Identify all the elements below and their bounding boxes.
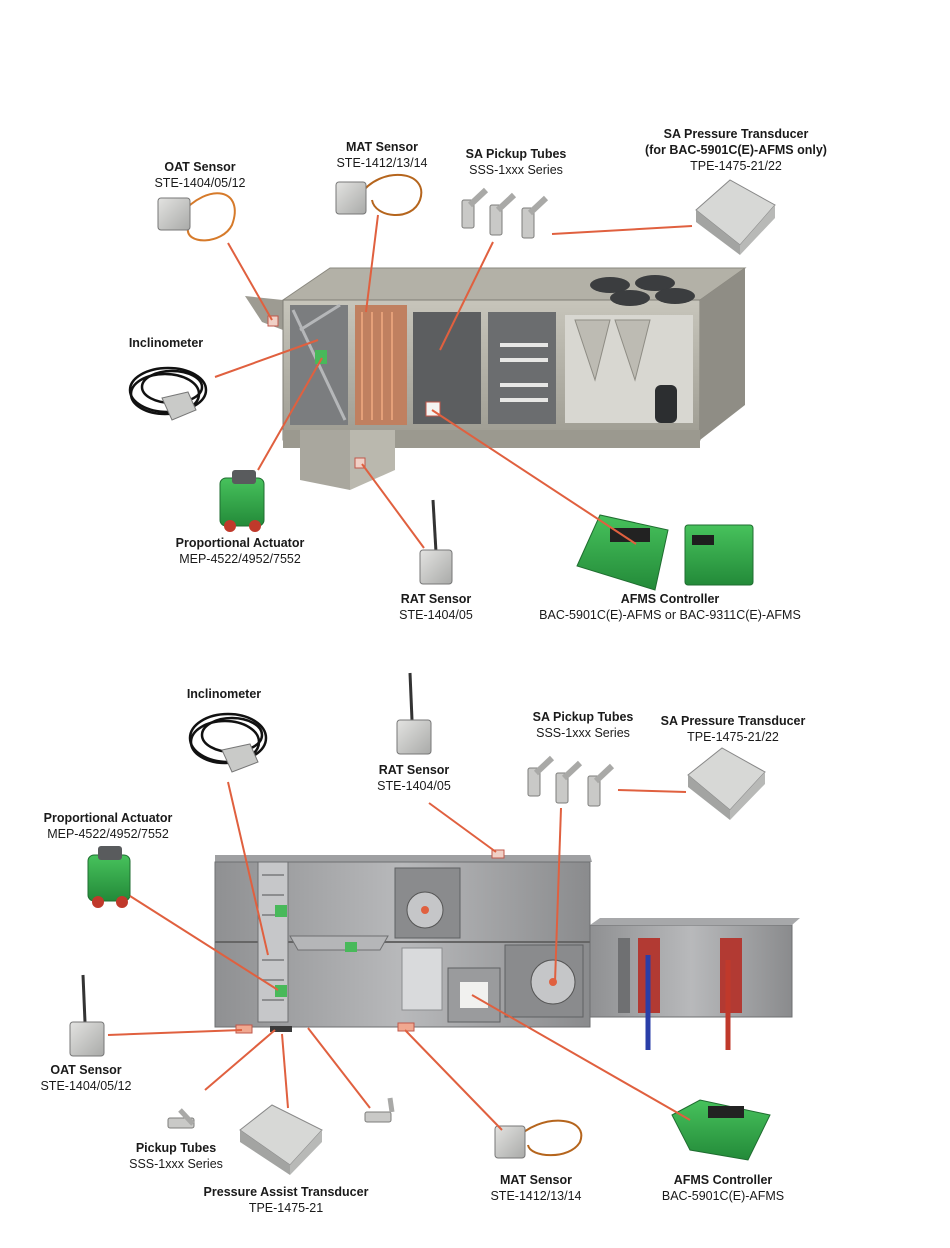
bottom-pressure-assist-transducer-label: Pressure Assist Transducer TPE-1475-21 — [186, 1184, 386, 1216]
bottom-mat-sensor-model: STE-1412/13/14 — [490, 1189, 582, 1203]
top-sa-pressure-transducer-label: SA Pressure Transducer (for BAC-5901C(E)… — [626, 126, 846, 174]
top-inclinometer-title: Inclinometer — [128, 336, 204, 350]
bottom-pickup-tubes-label: Pickup Tubes SSS-1xxx Series — [106, 1140, 246, 1172]
inclinometer-device-2 — [188, 712, 268, 773]
bottom-inclinometer-label: Inclinometer — [164, 686, 284, 702]
rat-sensor-device-2 — [396, 672, 432, 755]
bottom-sa-pickup-tubes-label: SA Pickup Tubes SSS-1xxx Series — [513, 709, 653, 741]
ahu-fan-lower — [504, 944, 584, 1018]
bottom-pickup-tubes-model: SSS-1xxx Series — [129, 1157, 223, 1171]
top-afms-controller-label: AFMS Controller BAC-5901C(E)-AFMS or BAC… — [520, 591, 820, 623]
ahu-coils — [618, 938, 742, 1050]
bottom-sa-pressure-transducer-title: SA Pressure Transducer — [660, 714, 806, 728]
mat-sensor-device — [335, 173, 423, 216]
pressure-assist-transducer-device — [239, 1104, 323, 1175]
bottom-afms-controller-model: BAC-5901C(E)-AFMS — [661, 1189, 785, 1203]
bottom-proportional-actuator-label: Proportional Actuator MEP-4522/4952/7552 — [28, 810, 188, 842]
inclinometer-device — [128, 366, 208, 421]
top-proportional-actuator-model: MEP-4522/4952/7552 — [179, 552, 301, 566]
rooftop-unit — [245, 267, 747, 490]
top-rat-sensor-model: STE-1404/05 — [399, 608, 473, 622]
leader-lines — [107, 214, 693, 1131]
afms-controller-device — [576, 514, 754, 591]
bottom-pressure-assist-transducer-title: Pressure Assist Transducer — [203, 1185, 369, 1199]
bottom-sa-pressure-transducer-label: SA Pressure Transducer TPE-1475-21/22 — [643, 713, 823, 745]
top-afms-controller-model: BAC-5901C(E)-AFMS or BAC-9311C(E)-AFMS — [539, 608, 801, 622]
bottom-proportional-actuator-title: Proportional Actuator — [43, 811, 173, 825]
ahu-fan-upper — [394, 867, 461, 939]
top-oat-sensor-label: OAT Sensor STE-1404/05/12 — [130, 159, 270, 191]
top-mat-sensor-title: MAT Sensor — [346, 140, 418, 154]
top-sa-pickup-tubes-label: SA Pickup Tubes SSS-1xxx Series — [446, 146, 586, 178]
top-sa-pickup-tubes-title: SA Pickup Tubes — [465, 147, 567, 161]
bottom-rat-sensor-label: RAT Sensor STE-1404/05 — [344, 762, 484, 794]
air-handling-unit — [214, 849, 800, 1050]
bottom-pickup-tubes-title: Pickup Tubes — [135, 1141, 217, 1155]
bottom-afms-controller-title: AFMS Controller — [673, 1173, 773, 1187]
top-inclinometer-label: Inclinometer — [106, 335, 226, 351]
mat-sensor-device-2 — [494, 1119, 583, 1159]
bottom-proportional-actuator-model: MEP-4522/4952/7552 — [47, 827, 169, 841]
top-mat-sensor-model: STE-1412/13/14 — [336, 156, 428, 170]
bottom-pressure-assist-transducer-model: TPE-1475-21 — [248, 1201, 324, 1215]
top-oat-sensor-model: STE-1404/05/12 — [154, 176, 246, 190]
oat-sensor-device-2 — [69, 974, 105, 1057]
bottom-oat-sensor-title: OAT Sensor — [50, 1063, 122, 1077]
sa-pressure-transducer-device — [695, 179, 776, 255]
sa-pickup-tubes-device — [461, 187, 549, 239]
bottom-sa-pickup-tubes-model: SSS-1xxx Series — [536, 726, 630, 740]
bottom-rat-sensor-title: RAT Sensor — [378, 763, 450, 777]
top-sa-pickup-tubes-model: SSS-1xxx Series — [469, 163, 563, 177]
bottom-sa-pressure-transducer-model: TPE-1475-21/22 — [687, 730, 779, 744]
top-mat-sensor-label: MAT Sensor STE-1412/13/14 — [312, 139, 452, 171]
top-oat-sensor-title: OAT Sensor — [164, 160, 236, 174]
proportional-actuator-device — [219, 470, 265, 532]
proportional-actuator-device-2 — [87, 846, 131, 908]
top-rat-sensor-label: RAT Sensor STE-1404/05 — [366, 591, 506, 623]
top-proportional-actuator-label: Proportional Actuator MEP-4522/4952/7552 — [160, 535, 320, 567]
sa-pickup-tubes-device-2 — [527, 755, 615, 807]
bottom-rat-sensor-model: STE-1404/05 — [377, 779, 451, 793]
top-sa-pressure-transducer-model: TPE-1475-21/22 — [690, 159, 782, 173]
bottom-oat-sensor-model: STE-1404/05/12 — [40, 1079, 132, 1093]
top-afms-controller-title: AFMS Controller — [620, 592, 720, 606]
pickup-tube-device-right — [364, 1097, 395, 1123]
top-rat-sensor-title: RAT Sensor — [400, 592, 472, 606]
pickup-tube-device-left — [167, 1108, 195, 1129]
afms-controller-device-2 — [671, 1099, 771, 1161]
bottom-mat-sensor-label: MAT Sensor STE-1412/13/14 — [466, 1172, 606, 1204]
top-sa-pressure-transducer-title: SA Pressure Transducer — [663, 127, 809, 141]
bottom-afms-controller-label: AFMS Controller BAC-5901C(E)-AFMS — [638, 1172, 808, 1204]
sa-pressure-transducer-device-2 — [687, 747, 766, 820]
bottom-inclinometer-title: Inclinometer — [186, 687, 262, 701]
bottom-oat-sensor-label: OAT Sensor STE-1404/05/12 — [16, 1062, 156, 1094]
top-proportional-actuator-title: Proportional Actuator — [175, 536, 305, 550]
bottom-mat-sensor-title: MAT Sensor — [500, 1173, 572, 1187]
rat-sensor-device — [419, 499, 453, 585]
oat-sensor-device — [157, 192, 236, 242]
bottom-sa-pickup-tubes-title: SA Pickup Tubes — [532, 710, 634, 724]
top-sa-pressure-transducer-note: (for BAC-5901C(E)-AFMS only) — [645, 143, 827, 157]
